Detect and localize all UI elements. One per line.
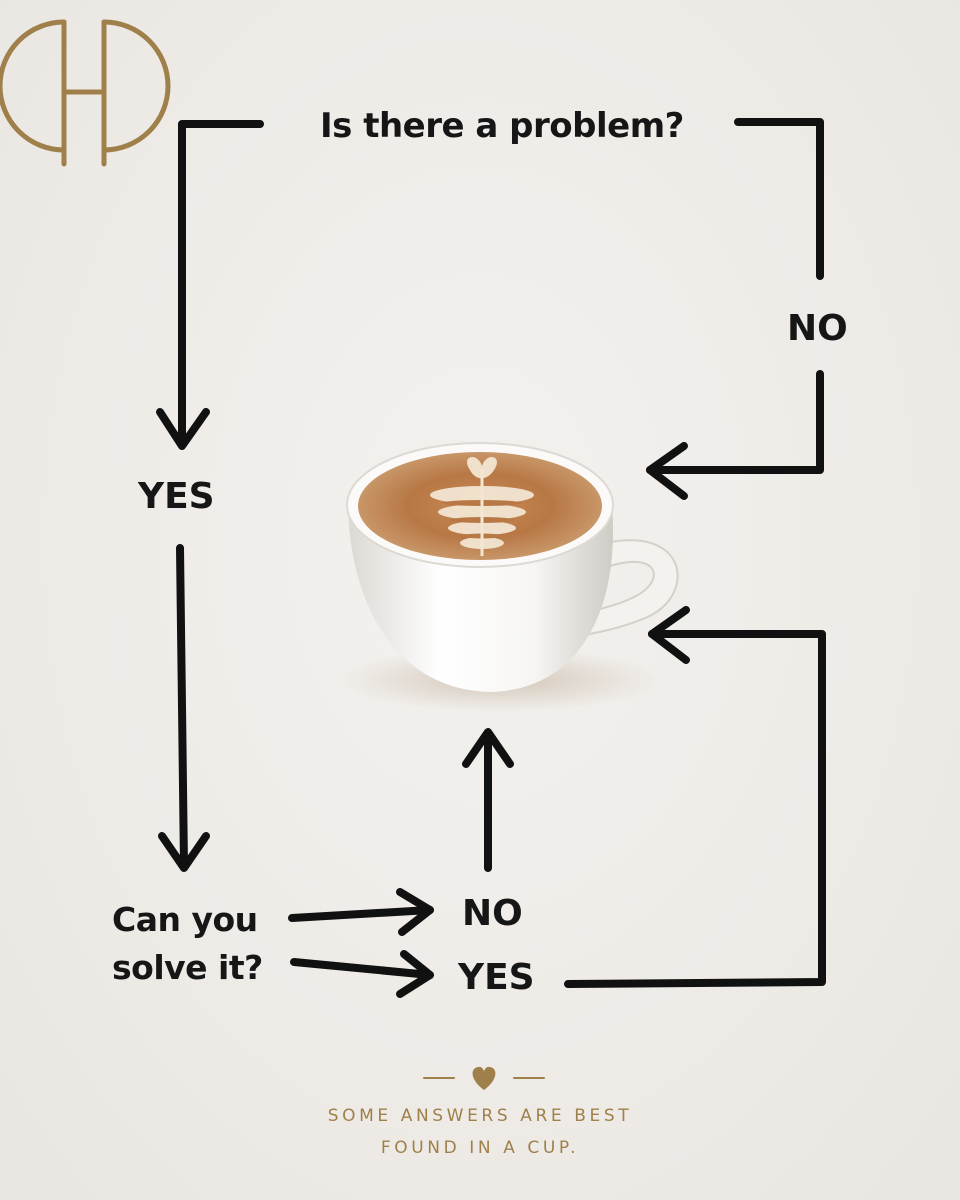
gh-monogram-logo [0, 19, 171, 167]
arrow-no-to-cup [646, 370, 824, 474]
arrowhead-right-no [396, 888, 434, 936]
arrowhead-down-yes [156, 408, 210, 450]
answer-no-right: NO [787, 308, 848, 349]
answer-yes-left: YES [138, 476, 215, 517]
question-2-line-2: solve it? [112, 948, 263, 987]
heart-icon [472, 1066, 496, 1090]
arrowhead-left-cup-top [646, 442, 688, 500]
arrowhead-up-cup [462, 728, 514, 768]
question-can-you-solve-it: Can you solve it? [112, 896, 263, 992]
arrow-solve-to-yes [290, 958, 434, 979]
question-is-there-a-problem: Is there a problem? [320, 106, 684, 146]
tagline-line-2: FOUND IN A CUP. [380, 1138, 580, 1158]
arrow-problem-to-no [734, 118, 824, 280]
arrow-problem-to-yes [178, 120, 264, 444]
tagline-line-1: SOME ANSWERS ARE BEST [327, 1106, 633, 1126]
arrowhead-right-yes [396, 950, 434, 998]
arrowhead-left-cup-bottom [648, 606, 690, 664]
arrow-yes-to-solve [176, 544, 188, 870]
question-2-line-1: Can you [112, 900, 258, 939]
footer-tagline: SOME ANSWERS ARE BEST FOUND IN A CUP. [280, 1100, 680, 1164]
arrow-solve-to-no [288, 906, 434, 922]
latte-cup-icon [346, 442, 679, 692]
answer-yes-bottom: YES [458, 957, 535, 998]
answer-no-bottom: NO [462, 893, 523, 934]
arrow-yes-loop-to-cup [564, 630, 826, 988]
arrowhead-down-solve [158, 832, 210, 872]
